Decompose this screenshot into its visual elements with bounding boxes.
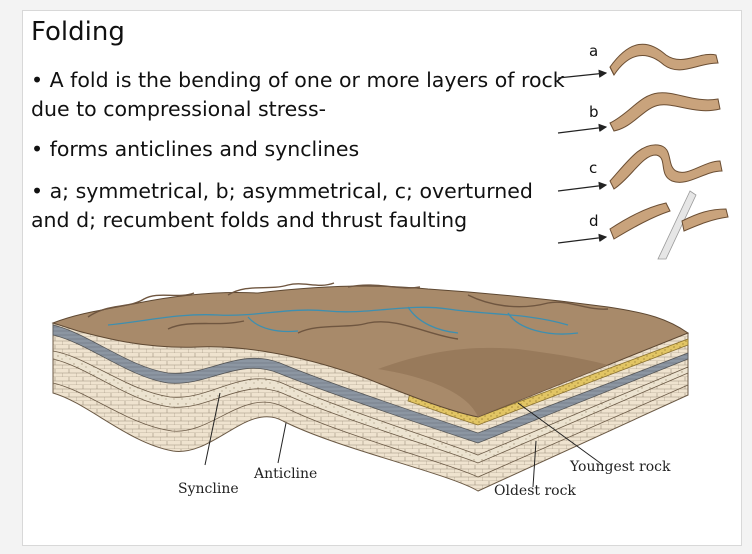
fold-types-illustration: a b c d	[557, 42, 729, 260]
anticline-leader	[277, 422, 287, 464]
thrust-fault-plane	[657, 190, 697, 260]
syncline-leader	[204, 392, 221, 466]
fold-layer	[609, 144, 723, 190]
compression-arrow	[557, 233, 608, 244]
fold-c-overturned: c	[557, 144, 723, 192]
fold-block-diagram: Syncline Anticline Youngest rock Oldest …	[51, 282, 690, 499]
block-top-surface	[51, 282, 690, 418]
label-syncline: Syncline	[178, 481, 239, 497]
slide: Folding • A fold is the bending of one o…	[22, 10, 742, 546]
sandstone-layer	[52, 350, 689, 464]
fold-b-asymmetrical: b	[557, 92, 721, 134]
compression-arrow	[557, 181, 608, 192]
label-anticline: Anticline	[253, 466, 317, 482]
fold-label-d: d	[589, 212, 599, 230]
youngest-rock-leader	[517, 402, 604, 466]
cliff-escarpment	[378, 347, 608, 417]
label-youngest-rock: Youngest rock	[569, 459, 671, 475]
fold-d-recumbent-thrust: d	[557, 190, 729, 260]
fold-layer	[609, 92, 721, 132]
slide-title: Folding	[31, 17, 125, 47]
label-oldest-rock: Oldest rock	[494, 483, 576, 499]
oldest-rock-leader	[532, 440, 537, 488]
fold-layer	[609, 43, 719, 76]
fold-label-b: b	[589, 103, 599, 121]
ridges	[87, 282, 609, 340]
shale-layer	[52, 324, 689, 444]
bullet-fold-types: • a; symmetrical, b; asymmetrical, c; ov…	[31, 179, 533, 232]
fold-layer	[609, 202, 671, 240]
fold-label-c: c	[589, 159, 597, 177]
river-network	[107, 306, 579, 335]
bullet-fold-definition: • A fold is the bending of one or more l…	[31, 68, 565, 121]
fold-a-symmetrical: a	[557, 42, 719, 79]
compression-arrow	[557, 69, 608, 79]
fold-label-a: a	[589, 42, 598, 60]
bullet-anticlines-synclines: • forms anticlines and synclines	[31, 137, 360, 161]
compression-arrow	[557, 123, 608, 134]
fold-layer	[681, 208, 729, 232]
leader-lines	[204, 392, 604, 488]
